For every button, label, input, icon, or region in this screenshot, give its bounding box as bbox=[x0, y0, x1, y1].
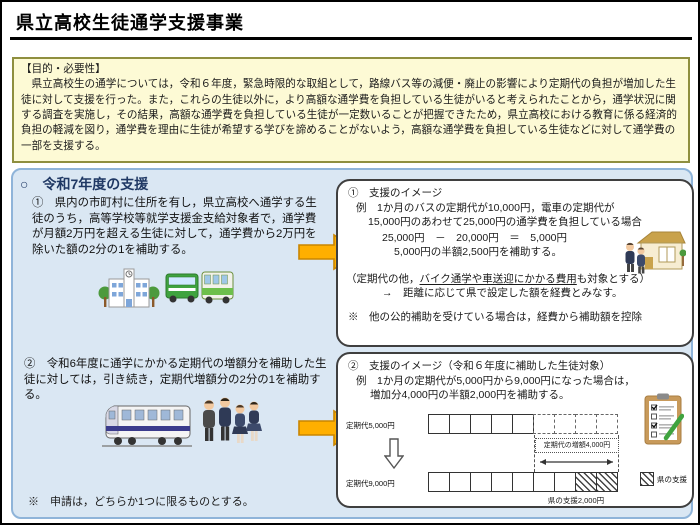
section-heading: ○ 令和7年度の支援 bbox=[20, 176, 149, 192]
title-underline bbox=[10, 37, 692, 40]
image1-result-line: 5,000円の半額2,500円を補助する。 bbox=[394, 246, 563, 258]
prefecture-support-label: 県の支援2,000円 bbox=[547, 496, 605, 505]
diagram-unit bbox=[470, 414, 492, 434]
image2-title: ② 支援のイメージ（令和６年度に補助した生徒対象） bbox=[348, 360, 611, 372]
students-icon bbox=[200, 397, 262, 460]
diagram-unit bbox=[428, 414, 450, 434]
image1-calc-line: 25,000円 － 20,000円 ＝ 5,000円 bbox=[382, 232, 568, 244]
increase-left-guide bbox=[534, 435, 535, 472]
diagram-unit bbox=[449, 472, 471, 492]
diagram-row1-label: 定期代5,000円 bbox=[346, 421, 395, 430]
support-image2-box: ② 支援のイメージ（令和６年度に補助した生徒対象） 例 1か月の定期代が5,00… bbox=[336, 352, 694, 508]
image2-example-line2: 増加分4,000円の半額2,000円を補助する。 bbox=[370, 389, 570, 401]
diagram-row2-units bbox=[428, 472, 618, 492]
image1-note-line2: → 距離に応じて県で設定した額を経費とみなす。 bbox=[382, 287, 623, 299]
image1-example-line2: 15,000円のあわせて25,000円の通学費を負担している場合 bbox=[368, 216, 642, 228]
diagram-legend: 県の支援 bbox=[640, 472, 687, 486]
diagram-unit bbox=[512, 472, 534, 492]
note-underlined: バイク通学や車送迎にかかる費用 bbox=[419, 273, 577, 285]
diagram-row1-units bbox=[428, 414, 618, 434]
increase-label: 定期代の増額4,000円 bbox=[535, 438, 619, 453]
diagram-unit bbox=[596, 414, 618, 434]
page-title: 県立高校生徒通学支援事業 bbox=[16, 13, 244, 33]
train-icon bbox=[100, 400, 192, 455]
diagram-unit bbox=[554, 472, 576, 492]
purpose-box: 【目的・必要性】 県立高校生の通学については，令和６年度，緊急時限的な取組として… bbox=[12, 57, 690, 163]
diagram-unit bbox=[449, 414, 471, 434]
diagram-row2-label: 定期代9,000円 bbox=[346, 479, 395, 488]
down-arrow-icon bbox=[383, 438, 405, 475]
purpose-body: 県立高校生の通学については，令和６年度，緊急時限的な取組として，路線バス等の減便… bbox=[21, 78, 677, 152]
note-post: も対象とする） bbox=[576, 273, 650, 285]
school-icon bbox=[98, 264, 160, 315]
support-item1-text: ① 県内の市町村に住所を有し，県立高校へ通学する生徒のうち，高等学校等就学支援金… bbox=[32, 197, 317, 257]
clipboard-check-icon bbox=[642, 392, 685, 451]
image2-example-line1: 例 1か月の定期代が5,000円から9,000円になった場合は， bbox=[356, 375, 635, 387]
diagram-unit bbox=[491, 472, 513, 492]
diagram-unit bbox=[575, 472, 597, 492]
diagram-unit bbox=[533, 472, 555, 492]
support-item2-text: ② 令和6年度に通学にかかる定期代の増額分を補助した生徒に対しては，引き続き，定… bbox=[24, 358, 327, 402]
image1-footnote: ※ 他の公的補助を受けている場合は，経費から補助額を控除 bbox=[348, 311, 642, 323]
image1-title: ① 支援のイメージ bbox=[348, 187, 443, 199]
bus-icon bbox=[165, 268, 235, 313]
legend-hatched-swatch bbox=[640, 472, 654, 486]
diagram-unit bbox=[491, 414, 513, 434]
diagram-unit bbox=[512, 414, 534, 434]
diagram-unit bbox=[554, 414, 576, 434]
note-pre: （定期代の他， bbox=[346, 273, 420, 285]
support-image1-box: ① 支援のイメージ 例 1か月のバスの定期代が10,000円，電車の定期代が 1… bbox=[336, 179, 694, 347]
house-commuters-icon bbox=[622, 227, 687, 286]
diagram-unit bbox=[533, 414, 555, 434]
image1-note-line1: （定期代の他，バイク通学や車送迎にかかる費用も対象とする） bbox=[346, 273, 650, 287]
increase-span-arrow bbox=[534, 454, 619, 472]
diagram-unit bbox=[470, 472, 492, 492]
image1-example-line1: 例 1か月のバスの定期代が10,000円，電車の定期代が bbox=[356, 202, 615, 214]
diagram-unit bbox=[428, 472, 450, 492]
diagram-unit bbox=[575, 414, 597, 434]
purpose-heading: 【目的・必要性】 bbox=[21, 63, 106, 75]
application-footnote: ※ 申請は，どちらか1つに限るものとする。 bbox=[28, 496, 254, 508]
legend-label: 県の支援 bbox=[657, 474, 687, 484]
increase-right-guide bbox=[618, 435, 619, 472]
diagram-unit bbox=[596, 472, 618, 492]
